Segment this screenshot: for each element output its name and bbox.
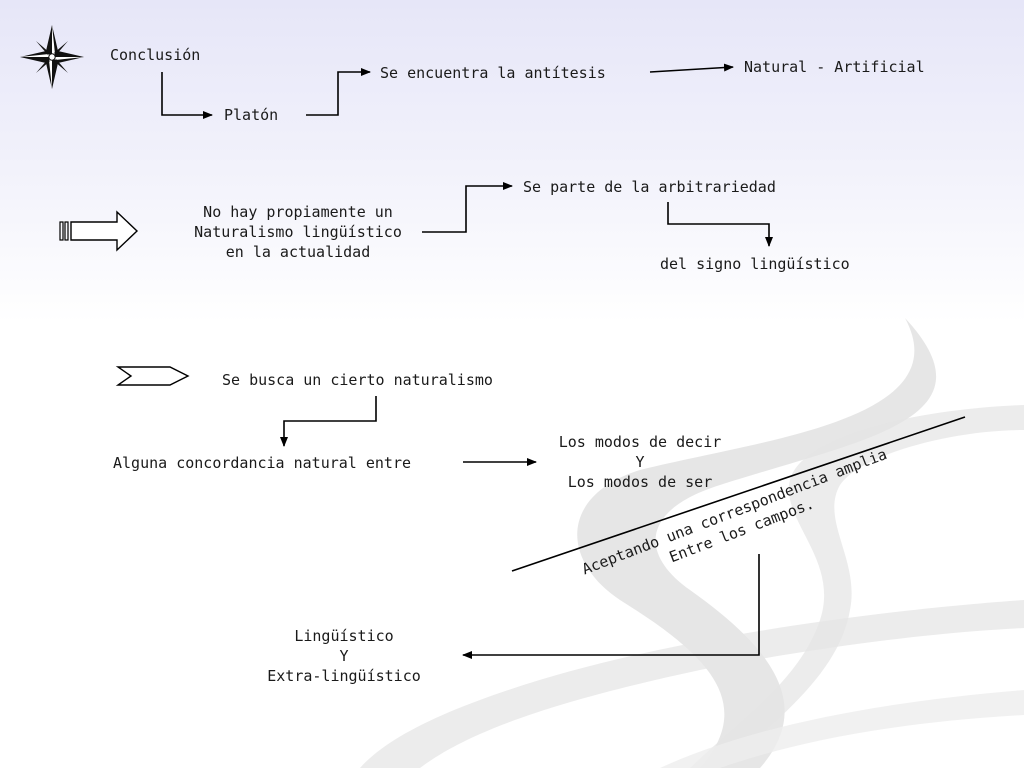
node-modes-line2: Y — [635, 453, 645, 471]
node-search: Se busca un cierto naturalismo — [222, 371, 493, 389]
node-arbitrariness: Se parte de la arbitrariedad — [523, 178, 776, 196]
node-modes-line1: Los modos de decir — [558, 433, 722, 451]
node-plato: Platón — [224, 106, 279, 124]
chevron-arrow-icon — [115, 366, 190, 386]
node-natural-artificial: Natural - Artificial — [744, 58, 925, 76]
node-sign: del signo lingüístico — [660, 255, 850, 273]
node-linguistic-line3: Extra-lingüístico — [267, 667, 421, 685]
node-no-naturalism-line2: Naturalismo lingüístico — [194, 223, 402, 241]
striped-arrow-icon — [59, 210, 139, 252]
node-modes: Los modos de decir Y Los modos de ser — [530, 432, 750, 492]
node-no-naturalism-line1: No hay propiamente un — [203, 203, 393, 221]
node-no-naturalism: No hay propiamente un Naturalismo lingüí… — [160, 202, 436, 262]
node-linguistic-line2: Y — [339, 647, 349, 665]
node-conclusion: Conclusión — [110, 46, 201, 64]
compass-star-icon — [20, 25, 84, 89]
node-modes-line3: Los modos de ser — [567, 473, 713, 491]
node-no-naturalism-line3: en la actualidad — [225, 243, 371, 261]
node-linguistic-line1: Lingüístico — [294, 627, 394, 645]
node-linguistic: Lingüístico Y Extra-lingüístico — [244, 626, 444, 686]
node-antithesis: Se encuentra la antítesis — [380, 64, 606, 82]
node-concordance: Alguna concordancia natural entre — [113, 454, 412, 472]
